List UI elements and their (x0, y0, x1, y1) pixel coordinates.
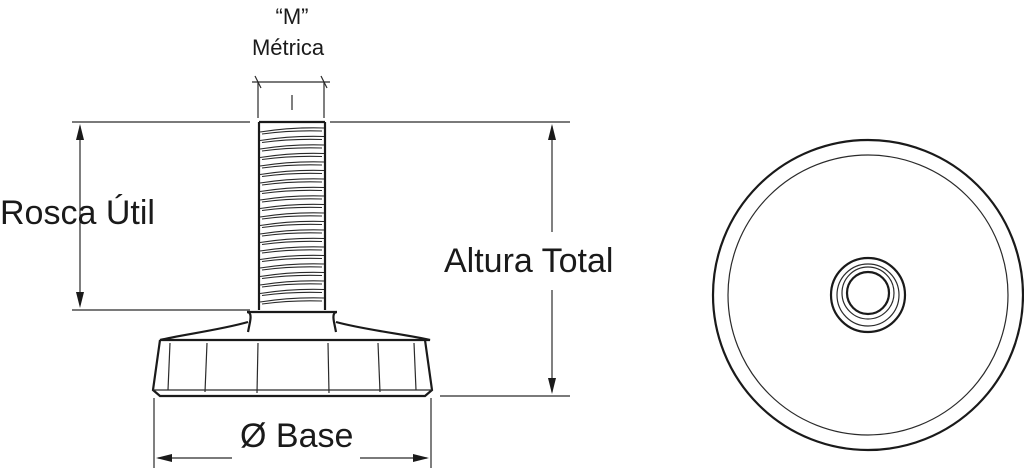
thread-line (261, 240, 323, 246)
thread-line (259, 288, 325, 295)
thread-lines (259, 127, 325, 305)
bore-outer-circle (841, 266, 895, 320)
thread-line (259, 152, 325, 159)
base-cap (151, 320, 434, 398)
thread-line (261, 249, 323, 254)
thread-line (259, 271, 325, 278)
thread-line (259, 229, 325, 235)
thread-line (259, 212, 325, 218)
thread-line (261, 266, 323, 271)
thread-line (261, 181, 323, 186)
thread-line (261, 223, 323, 229)
thread-line (259, 237, 325, 244)
rosca-util-dimension (72, 121, 250, 311)
side-view: “M” Métrica (0, 4, 613, 468)
thread-line (261, 130, 323, 135)
altura-total-label: Altura Total (444, 242, 613, 280)
altura-total-dimension (330, 121, 570, 397)
thread-line (259, 254, 325, 261)
thread-line (261, 300, 323, 305)
thread-line (261, 274, 323, 280)
thread-line (261, 283, 323, 288)
thread-line (261, 215, 323, 220)
thread-line (259, 144, 325, 150)
top-view (711, 138, 1024, 452)
thread-line (259, 186, 325, 193)
thread-line (261, 147, 323, 152)
thread-line (261, 164, 323, 169)
threaded-rod (257, 120, 327, 310)
hub-outer-circle (829, 256, 907, 334)
thread-line (259, 178, 325, 184)
thread-line (259, 297, 325, 303)
metrica-label: Métrica (252, 35, 325, 60)
outer-rim-circle (711, 138, 1024, 452)
base-label: Ø Base (240, 417, 353, 455)
thread-line (261, 291, 323, 297)
thread-line (261, 206, 323, 212)
thread-line (259, 280, 325, 286)
thread-line (259, 169, 325, 176)
thread-line (261, 189, 323, 195)
thread-line (261, 138, 323, 144)
metric-dimension (252, 75, 330, 118)
inner-rim-circle (727, 154, 1009, 436)
thread-line (259, 263, 325, 269)
m-quote-label: “M” (276, 4, 309, 29)
bore-hole-circle (845, 270, 891, 316)
thread-line (261, 155, 323, 161)
thread-line (259, 135, 325, 142)
thread-line (259, 195, 325, 201)
rosca-util-label: Rosca Útil (0, 194, 155, 232)
thread-line (261, 172, 323, 178)
thread-line (259, 127, 325, 133)
thread-line (261, 257, 323, 263)
hub-inner-circle (836, 263, 900, 327)
base-dimension (153, 398, 432, 468)
thread-line (259, 246, 325, 252)
thread-line (259, 161, 325, 167)
thread-line (261, 232, 323, 237)
thread-line (259, 220, 325, 227)
thread-line (261, 198, 323, 203)
thread-line (259, 203, 325, 210)
